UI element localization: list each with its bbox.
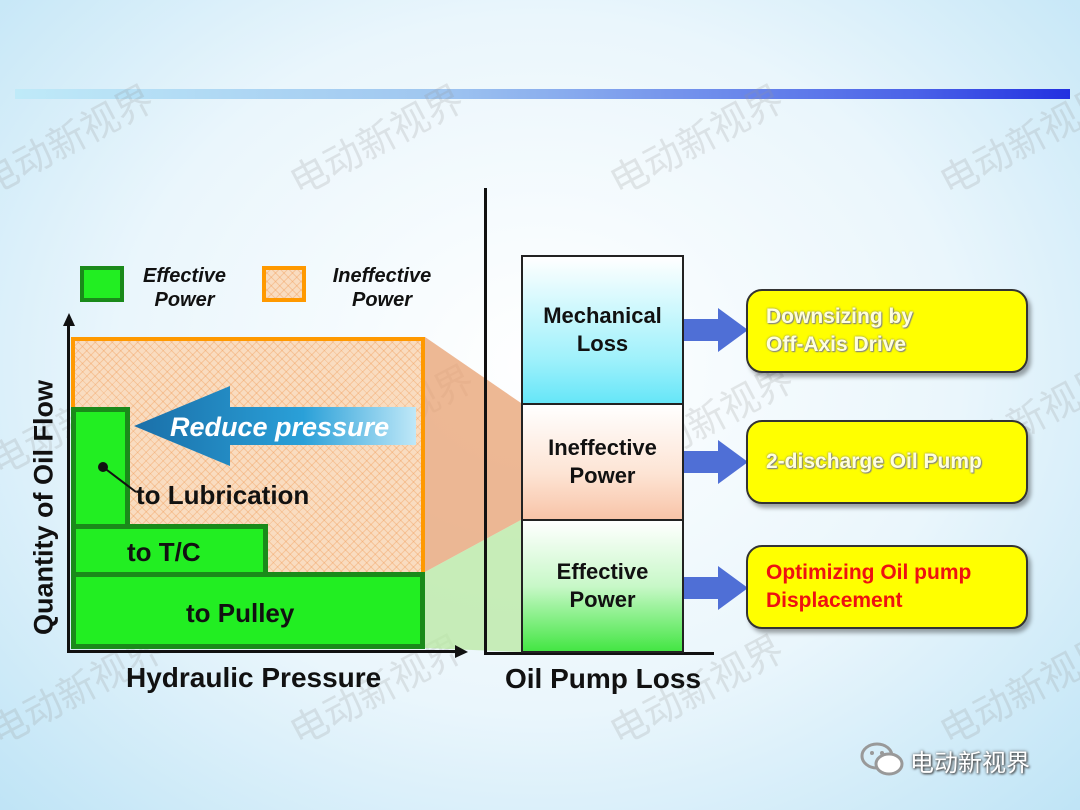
ineffective-projection xyxy=(425,337,521,572)
oil-pump-loss-label: Oil Pump Loss xyxy=(505,663,702,694)
callout-downsizing-text: Downsizing by Off-Axis Drive xyxy=(766,305,913,356)
y-axis-label: Quantity of Oil Flow xyxy=(28,380,59,635)
callout-2-discharge: 2-discharge Oil Pump xyxy=(746,420,1028,504)
x-axis-label: Hydraulic Pressure xyxy=(126,662,382,693)
wechat-icon xyxy=(860,742,904,776)
arrow-right-icon xyxy=(684,440,748,484)
tc-block xyxy=(71,524,268,577)
footer-logo-text: 电动新视界 xyxy=(910,748,1030,777)
callout-optimizing-text: Optimizing Oil pump Displacement xyxy=(766,561,972,612)
left-y-axis xyxy=(67,322,70,652)
arrow-right-icon xyxy=(684,308,748,352)
legend-swatch-effective xyxy=(80,266,124,302)
arrow-right-icon xyxy=(684,566,748,610)
reduce-pressure-arrow-icon xyxy=(134,386,416,466)
y-axis-arrowhead-icon xyxy=(63,313,75,326)
pulley-block xyxy=(71,572,425,649)
label-to-tc: to T/C xyxy=(127,537,201,567)
mechanical-loss-segment: Mechanical Loss xyxy=(521,255,684,405)
callout-downsizing: Downsizing by Off-Axis Drive xyxy=(746,289,1028,373)
left-x-axis xyxy=(67,650,459,653)
legend-label-effective: Effective Power xyxy=(142,265,226,311)
effective-power-label: Effective Power xyxy=(556,559,649,612)
label-to-pulley: to Pulley xyxy=(186,598,295,628)
mechanical-loss-label: Mechanical Loss xyxy=(543,303,662,356)
label-to-lubrication: to Lubrication xyxy=(136,480,310,510)
right-x-axis xyxy=(484,652,714,655)
effective-power-segment: Effective Power xyxy=(521,519,684,653)
legend-label-ineffective: Ineffective Power xyxy=(332,265,432,311)
reduce-pressure-label: Reduce pressure xyxy=(170,412,390,442)
watermark: 电动新视界 xyxy=(932,626,1080,755)
ineffective-power-segment: Ineffective Power xyxy=(521,403,684,521)
callout-optimizing: Optimizing Oil pump Displacement xyxy=(746,545,1028,629)
effective-projection xyxy=(425,520,521,652)
title-divider-bar xyxy=(15,89,1070,99)
x-axis-arrowhead-icon xyxy=(455,645,468,658)
right-y-axis xyxy=(484,188,487,654)
legend-swatch-ineffective xyxy=(262,266,306,302)
callout-2-discharge-text: 2-discharge Oil Pump xyxy=(766,450,982,473)
ineffective-power-label: Ineffective Power xyxy=(548,435,657,488)
lubrication-block xyxy=(71,407,130,529)
footer-logo: 电动新视界 xyxy=(860,742,1030,778)
